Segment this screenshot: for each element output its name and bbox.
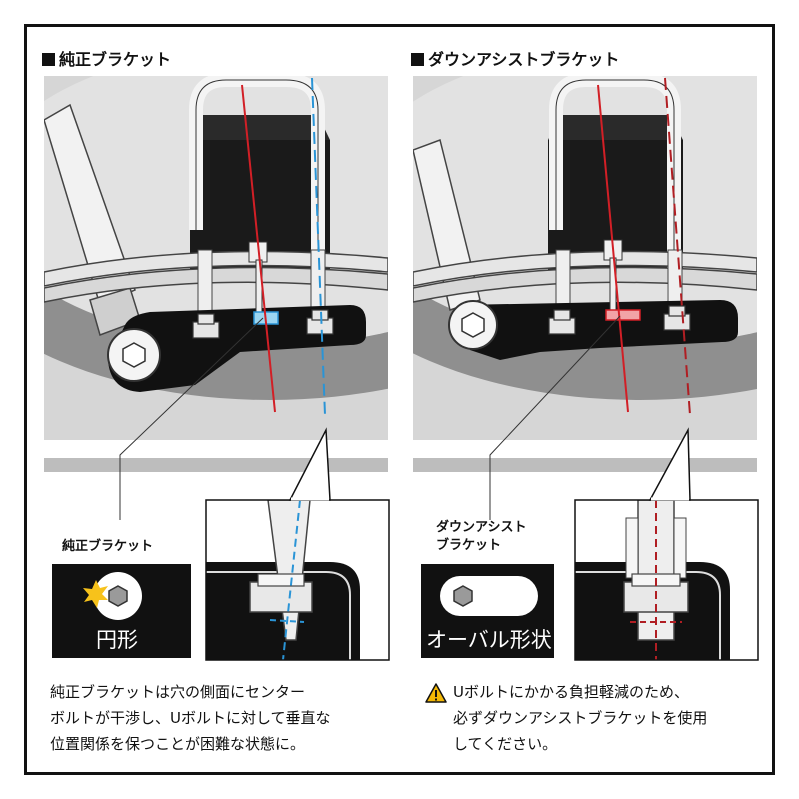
stock-bracket-scene bbox=[44, 76, 388, 440]
stock-bracket-title: 純正ブラケット bbox=[42, 46, 171, 70]
down-assist-bracket-title: ダウンアシストブラケット bbox=[411, 46, 619, 70]
figure-frame bbox=[24, 24, 775, 775]
down-assist-bracket-scene bbox=[413, 76, 757, 440]
interference-burst-icon bbox=[83, 580, 108, 608]
down-assist-bracket-zoom bbox=[575, 500, 758, 660]
down-assist-callout-line-2: ブラケット bbox=[436, 538, 502, 553]
stock-bracket-description: 純正ブラケットは穴の側面にセンター ボルトが干渉し、Uボルトに対して垂直な 位置… bbox=[50, 683, 331, 753]
stock-bracket-callout: 純正ブラケット bbox=[62, 539, 154, 554]
round-hole-label: 円形 bbox=[96, 628, 138, 652]
round-hole-box bbox=[52, 564, 191, 658]
oval-hole-label: オーバル形状 bbox=[426, 628, 552, 652]
hex-bolt-icon bbox=[453, 585, 473, 607]
oval-hole-box bbox=[421, 564, 554, 658]
down-assist-callout-line-1: ダウンアシスト bbox=[436, 520, 527, 535]
warning-icon bbox=[425, 683, 447, 703]
stock-bracket-zoom bbox=[206, 500, 389, 660]
down-assist-description: Uボルトにかかる負担軽減のため、 必ずダウンアシストブラケットを使用 してくださ… bbox=[453, 683, 708, 753]
hex-bolt-icon bbox=[108, 585, 128, 607]
